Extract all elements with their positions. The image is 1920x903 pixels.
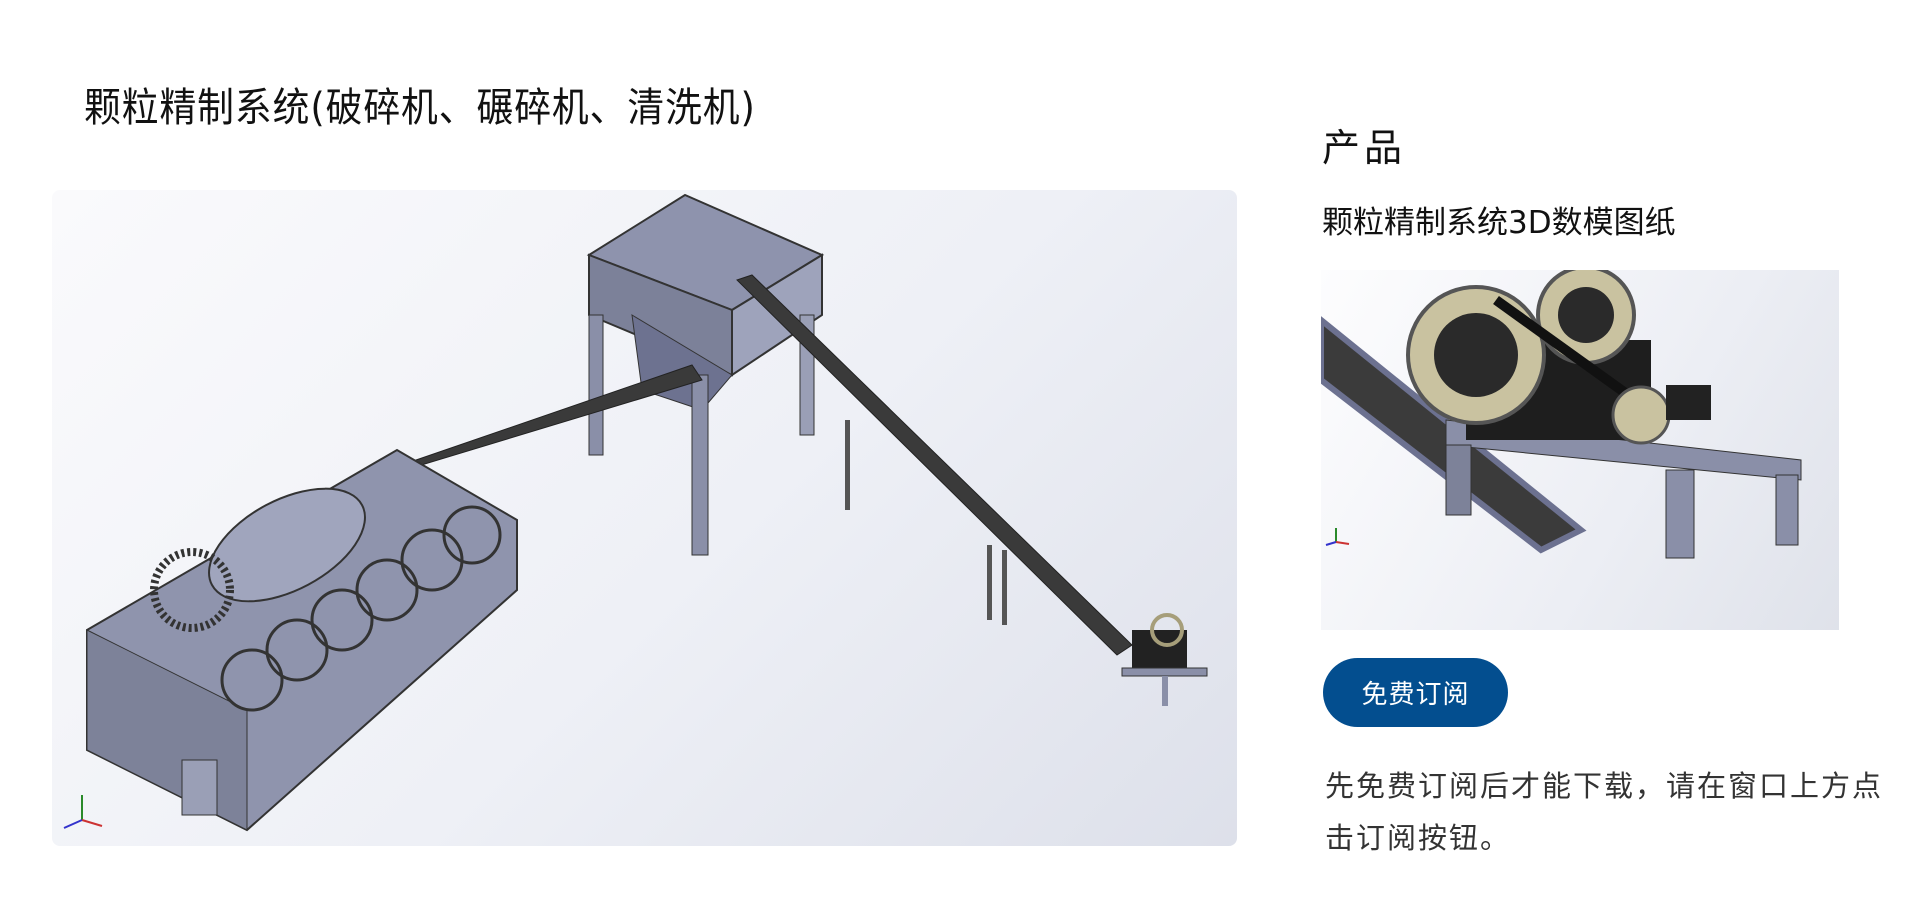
washer-machine bbox=[86, 448, 518, 832]
subscribe-note: 先免费订阅后才能下载，请在窗口上方点击订阅按钮。 bbox=[1325, 769, 1884, 855]
axis-triad-icon bbox=[1325, 528, 1350, 546]
main-product-image bbox=[52, 190, 1237, 846]
jaw-crusher bbox=[1406, 270, 1711, 445]
product-thumbnail[interactable] bbox=[1321, 270, 1839, 630]
subscribe-button[interactable]: 免费订阅 bbox=[1323, 658, 1508, 727]
jaw-crusher-small bbox=[1121, 613, 1208, 706]
product-name: 颗粒精制系统3D数模图纸 bbox=[1322, 205, 1676, 241]
hopper-tower bbox=[586, 193, 825, 556]
axis-triad-icon bbox=[63, 795, 103, 829]
product-section-heading: 产品 bbox=[1322, 126, 1407, 170]
page-title: 颗粒精制系统(破碎机、碾碎机、清洗机) bbox=[84, 85, 756, 131]
